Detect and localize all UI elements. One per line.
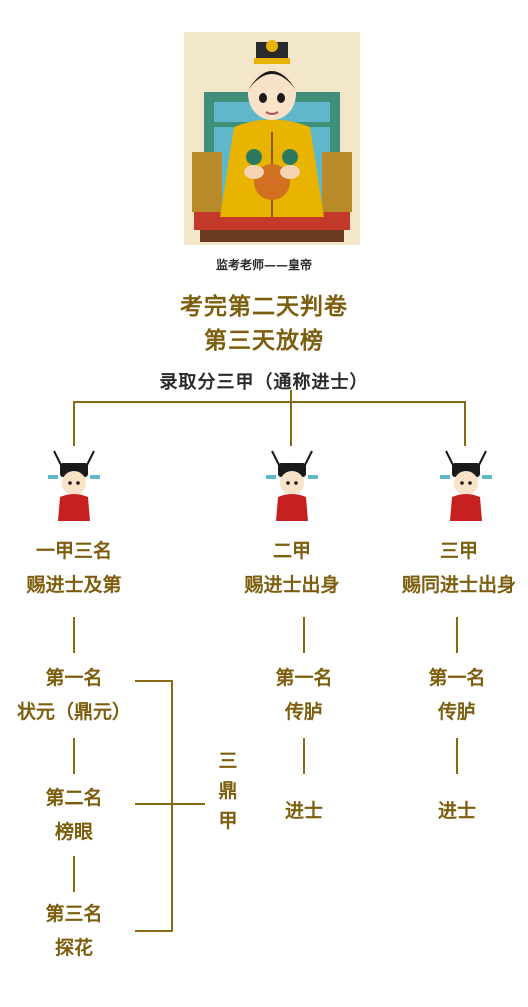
rank-third-title: 探花 [54, 937, 93, 959]
tier-2-desc: 赐进士出身 [244, 574, 340, 596]
tier-2-rest: 进士 [284, 800, 323, 822]
tier-2-rank: 第一名 [275, 667, 333, 689]
tier-1-line-2 [73, 738, 75, 774]
bracket-label-char: 鼎 [218, 780, 238, 802]
rank-second: 第二名 榜眼 [14, 784, 134, 846]
emperor-illustration [184, 32, 360, 245]
tier-3-title: 传胪 [437, 701, 476, 723]
caption: 监考老师——皇帝 [215, 258, 312, 272]
bracket-middle [135, 803, 205, 805]
bracket-bottom [135, 930, 173, 932]
bracket-label: 三 鼎 甲 [216, 746, 240, 836]
rank-first-title: 状元（鼎元） [16, 701, 131, 723]
rank-first-label: 第一名 [45, 667, 103, 689]
scholar-icon [48, 450, 100, 521]
tier-3-rest: 进士 [437, 800, 476, 822]
tier-3-line-2 [456, 738, 458, 774]
tier-2-first: 第一名 传胪 [244, 664, 364, 726]
rank-first: 第一名 状元（鼎元） [4, 664, 144, 726]
rank-second-title: 榜眼 [54, 821, 93, 843]
tier-3-desc: 赐同进士出身 [401, 574, 516, 596]
tier-1-line-3 [73, 856, 75, 892]
title-line-2: 第三天放榜 [204, 327, 324, 354]
tier-3-rank: 第一名 [428, 667, 486, 689]
tier-1-desc: 赐进士及第 [26, 574, 122, 596]
tier-2-title: 传胪 [284, 701, 323, 723]
tier-1-line-1 [73, 617, 75, 653]
tier-2-heading: 二甲 赐进士出身 [230, 537, 354, 599]
bracket-spine [171, 680, 173, 932]
connector-left [73, 401, 75, 446]
rank-third: 第三名 探花 [14, 900, 134, 962]
subtitle: 录取分三甲（通称进士） [159, 372, 369, 393]
bracket-label-char: 甲 [218, 810, 238, 832]
title-line-1: 考完第二天判卷 [180, 293, 348, 320]
bracket-label-char: 三 [218, 750, 238, 772]
tier-3-name: 三甲 [439, 540, 478, 562]
scholar-icon [266, 450, 318, 521]
tier-3-first: 第一名 传胪 [397, 664, 517, 726]
tier-2-name: 二甲 [272, 540, 311, 562]
tier-2-line-2 [303, 738, 305, 774]
connector-right [464, 401, 466, 446]
tier-1-name: 一甲三名 [35, 540, 112, 562]
bracket-top [135, 680, 173, 682]
tier-1-heading: 一甲三名 赐进士及第 [14, 537, 134, 599]
rank-third-label: 第三名 [45, 903, 103, 925]
rank-second-label: 第二名 [45, 787, 103, 809]
connector-middle [290, 390, 292, 446]
top-connector [73, 401, 466, 403]
tier-3-line-1 [456, 617, 458, 653]
scholar-icon [440, 450, 492, 521]
tier-3-heading: 三甲 赐同进士出身 [390, 537, 528, 599]
tier-2-line-1 [303, 617, 305, 653]
